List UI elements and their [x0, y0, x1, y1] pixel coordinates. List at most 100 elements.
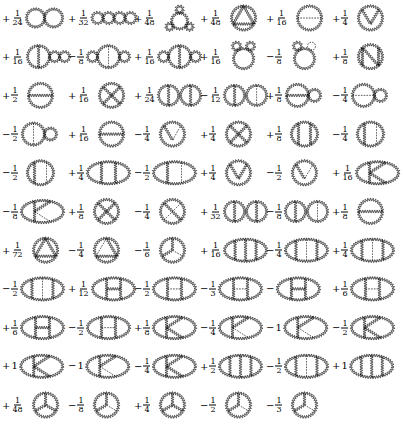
fraction: 14 [143, 397, 150, 414]
gluon-line [26, 44, 51, 69]
gluon-line [230, 125, 247, 143]
sign: + [332, 284, 340, 294]
denominator: 4 [341, 96, 348, 104]
gluon-line [364, 317, 380, 329]
feynman-diagram [98, 82, 125, 109]
coefficient: +18 [332, 203, 348, 220]
numerator: 1 [341, 48, 348, 57]
denominator: 4 [77, 251, 84, 259]
numerator: 1 [11, 87, 18, 96]
coefficient: +14 [200, 126, 216, 143]
gluon-line [369, 173, 386, 184]
gluon-line [159, 392, 186, 419]
coefficient: +14 [68, 164, 84, 181]
feynman-diagram [218, 277, 263, 302]
gluon-line [159, 198, 186, 225]
gluon-line [361, 10, 371, 25]
denominator: 2 [143, 289, 150, 297]
fraction: 18 [275, 87, 282, 104]
ghost-line [106, 405, 116, 411]
coefficient: −18 [266, 203, 282, 220]
feynman-diagram [223, 238, 268, 263]
feynman-diagram [152, 160, 197, 185]
gluon-line [20, 315, 65, 340]
coefficient: −12 [134, 280, 150, 297]
sign: − [200, 323, 208, 333]
coefficient: −18 [2, 203, 18, 220]
coefficient: −12 [266, 358, 282, 375]
fraction: 18 [275, 126, 282, 143]
denominator: 48 [143, 19, 155, 27]
gluon-line [303, 393, 306, 405]
feynman-diagram [157, 84, 202, 107]
gluon-line [245, 84, 268, 107]
gluon-line [238, 164, 247, 179]
fraction: 14 [275, 242, 282, 259]
denominator: 2 [209, 406, 216, 414]
sign: + [332, 168, 340, 178]
gluon-line [35, 255, 56, 258]
gluon-line [93, 392, 120, 419]
feynman-diagram [152, 354, 197, 379]
gluon-line [284, 238, 329, 263]
gluon-line [237, 393, 240, 405]
sign: − [266, 323, 274, 333]
fraction: 18 [341, 48, 348, 65]
gluon-line [218, 277, 263, 302]
numerator: 1 [143, 126, 150, 135]
gluon-line [286, 94, 308, 97]
feynman-diagram [357, 198, 384, 225]
sign: + [200, 361, 208, 371]
feynman-diagram [225, 121, 252, 148]
gluon-line [232, 317, 248, 329]
denominator: 2 [275, 173, 282, 181]
gluon-line [31, 279, 34, 298]
fraction: 116 [209, 48, 221, 65]
feynman-diagram [351, 83, 388, 108]
feynman-diagram [85, 354, 130, 379]
coefficient: +124 [134, 87, 156, 104]
numerator: 1 [341, 319, 348, 328]
gluon-line [28, 94, 52, 97]
gluon-line [96, 44, 121, 69]
sign: + [266, 13, 274, 23]
gluon-line [349, 354, 394, 379]
gluon-line [295, 357, 298, 376]
gluon-line [98, 82, 125, 109]
gluon-line [166, 327, 183, 338]
gluon-line [85, 354, 130, 379]
gluon-line [381, 357, 384, 376]
gluon-line [93, 198, 120, 225]
feynman-diagram [218, 315, 263, 340]
feynman-diagram [26, 44, 71, 69]
numerator: 1 [11, 319, 18, 328]
sign: + [2, 52, 10, 62]
coefficient: +14 [332, 242, 348, 259]
gluon-line [350, 238, 395, 263]
coefficient: −12 [68, 319, 84, 336]
fraction: 12 [143, 164, 150, 181]
feynman-diagram [159, 392, 186, 419]
fraction: 112 [209, 87, 221, 104]
gluon-line [362, 48, 379, 66]
gluon-line [100, 133, 124, 136]
gluon-line [370, 9, 379, 24]
gluon-line [246, 279, 249, 300]
numerator: 1 [209, 126, 216, 135]
denominator: 16 [77, 96, 89, 104]
denominator: 2 [341, 328, 348, 336]
denominator: 24 [143, 96, 155, 104]
gluon-line [223, 200, 246, 223]
feynman-diagram [152, 277, 197, 302]
gluon-line [316, 241, 319, 260]
numerator: 1 [275, 358, 282, 367]
gluon-line [91, 277, 136, 302]
denominator: 2 [77, 328, 84, 336]
denominator: 2 [11, 173, 18, 181]
coefficient: −112 [200, 87, 222, 104]
numerator: 1 [212, 48, 219, 57]
coefficient-value: 1 [11, 361, 17, 371]
sign: − [200, 284, 208, 294]
gluon-line [171, 393, 174, 405]
